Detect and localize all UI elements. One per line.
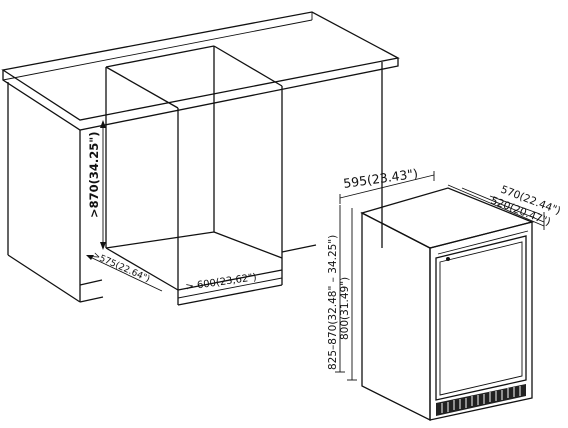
right-base-cabinet (281, 62, 383, 285)
appliance-side (361, 211, 431, 422)
appliance-front (429, 221, 533, 421)
countertop (1, 11, 400, 121)
appliance-width-label: 595(23.43") (342, 166, 419, 191)
wine-cooler (360, 187, 535, 422)
niche-dimension-lines (86, 120, 283, 299)
left-base-cabinet (7, 82, 104, 303)
appliance-niche (105, 45, 283, 306)
appliance-dimension-lines (335, 171, 545, 381)
appliance-height-adjustable-label: 825–870(32.48" – 34.25") (327, 235, 339, 370)
appliance-height-base-label: 800(31.49") (339, 277, 351, 340)
vent-grille-icon (436, 384, 526, 416)
niche-depth-label: >575(22.64") (91, 251, 151, 285)
niche-height-label: >870(34.25") (87, 131, 101, 218)
glass-door (435, 235, 527, 401)
door-handle-icon (446, 257, 450, 261)
kitchen-cabinet (1, 11, 400, 306)
